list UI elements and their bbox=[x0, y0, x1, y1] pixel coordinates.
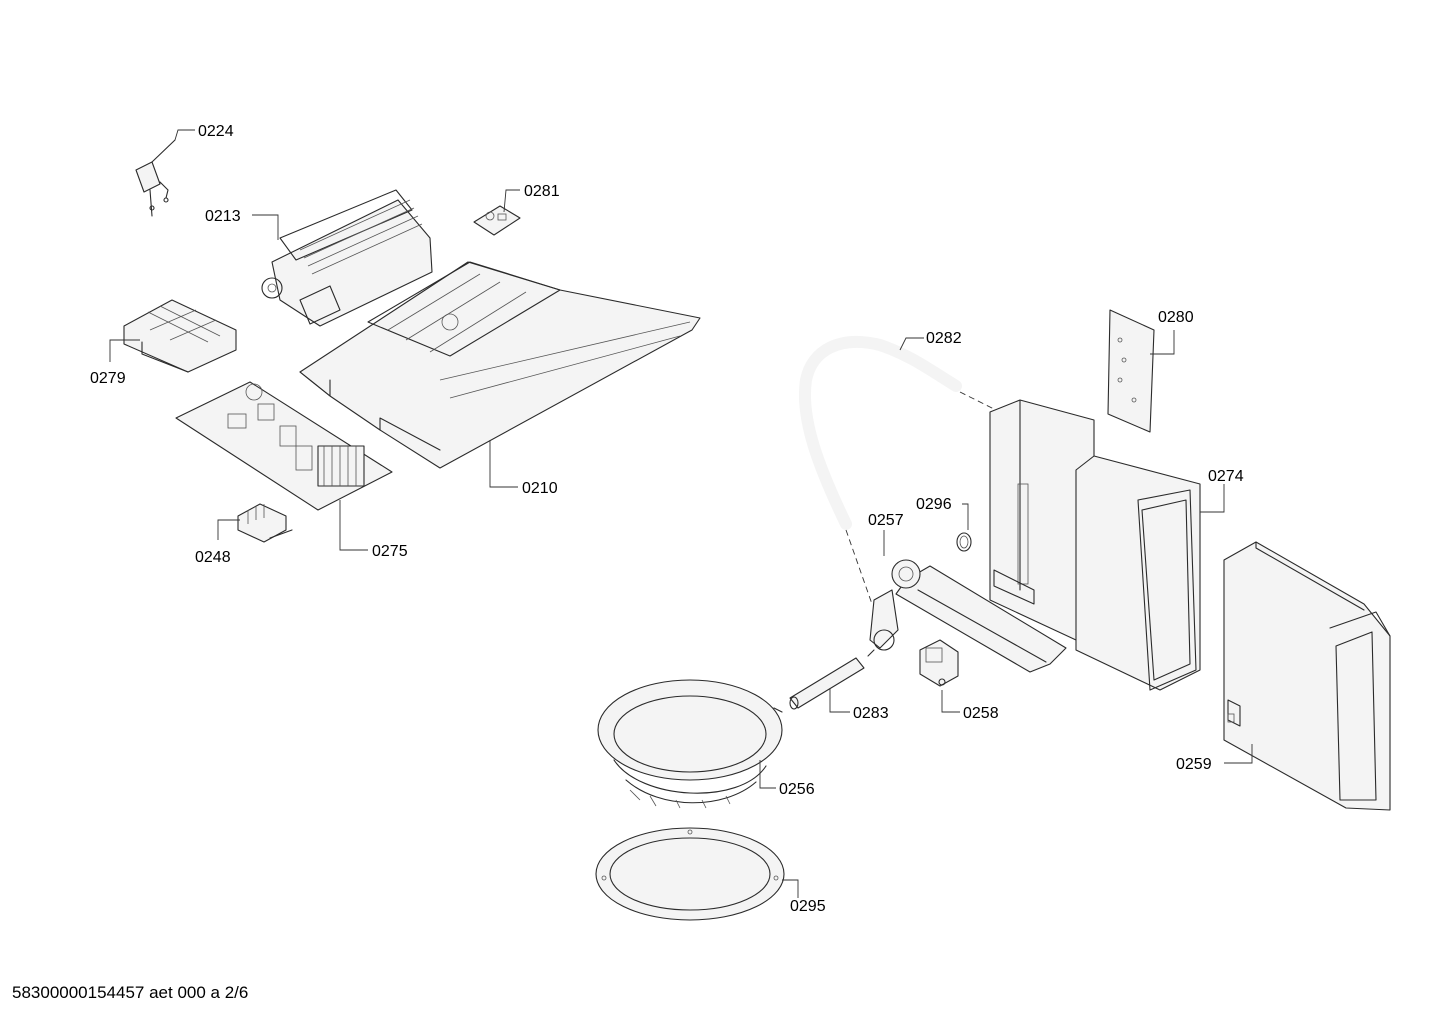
part-0213-fan bbox=[261, 189, 433, 327]
part-0257-pump-tray bbox=[867, 559, 1067, 673]
label-0283: 0283 bbox=[853, 705, 889, 722]
label-0296: 0296 bbox=[916, 496, 952, 513]
leader-0256 bbox=[759, 760, 776, 789]
leader-0280 bbox=[1150, 330, 1175, 355]
label-0259: 0259 bbox=[1176, 756, 1212, 773]
part-0248-connector bbox=[237, 503, 293, 543]
label-0274: 0274 bbox=[1208, 468, 1244, 485]
label-0258: 0258 bbox=[963, 705, 999, 722]
leader-0210 bbox=[489, 440, 518, 488]
label-0257: 0257 bbox=[868, 512, 904, 529]
part-0283-tube bbox=[789, 657, 865, 710]
leader-0282 bbox=[899, 337, 924, 351]
leader-0275 bbox=[339, 500, 368, 551]
leader-0258 bbox=[941, 690, 960, 713]
leader-0283 bbox=[829, 688, 850, 713]
label-0280: 0280 bbox=[1158, 309, 1194, 326]
part-0281-pcb bbox=[473, 205, 521, 236]
label-0275: 0275 bbox=[372, 543, 408, 560]
label-0279: 0279 bbox=[90, 370, 126, 387]
label-0224: 0224 bbox=[198, 123, 234, 140]
part-0259-cover bbox=[1223, 541, 1391, 811]
hose-dash-bottom bbox=[845, 529, 873, 605]
label-0248: 0248 bbox=[195, 549, 231, 566]
leader-0296 bbox=[962, 503, 969, 530]
part-0296-oring bbox=[956, 532, 972, 552]
leader-0213 bbox=[252, 214, 279, 240]
leader-0259 bbox=[1224, 744, 1253, 764]
drawing-number: 58300000154457 aet 000 a 2/6 bbox=[12, 983, 248, 1002]
part-0282-hose bbox=[799, 335, 962, 530]
part-0275-main-pcb bbox=[175, 381, 393, 511]
label-0295: 0295 bbox=[790, 898, 826, 915]
part-0256-bowl bbox=[597, 679, 783, 809]
hose-dash-top bbox=[959, 391, 997, 411]
leader-0281 bbox=[503, 189, 520, 213]
part-0210-tray bbox=[299, 261, 701, 469]
label-0282: 0282 bbox=[926, 330, 962, 347]
label-0213: 0213 bbox=[205, 208, 241, 225]
part-0274-tank-housing bbox=[989, 399, 1201, 691]
leader-0248 bbox=[217, 519, 240, 540]
part-0280-plate bbox=[1107, 309, 1155, 433]
part-0224-sensor bbox=[135, 139, 176, 217]
label-0281: 0281 bbox=[524, 183, 560, 200]
part-0295-ring bbox=[595, 827, 785, 921]
part-0279-frame bbox=[123, 299, 237, 373]
label-0210: 0210 bbox=[522, 480, 558, 497]
leader-0224 bbox=[174, 129, 195, 141]
leader-0279 bbox=[109, 339, 140, 362]
leader-0274 bbox=[1200, 484, 1225, 513]
leader-0295 bbox=[782, 879, 799, 898]
label-0256: 0256 bbox=[779, 781, 815, 798]
part-0258-valve bbox=[919, 639, 959, 687]
